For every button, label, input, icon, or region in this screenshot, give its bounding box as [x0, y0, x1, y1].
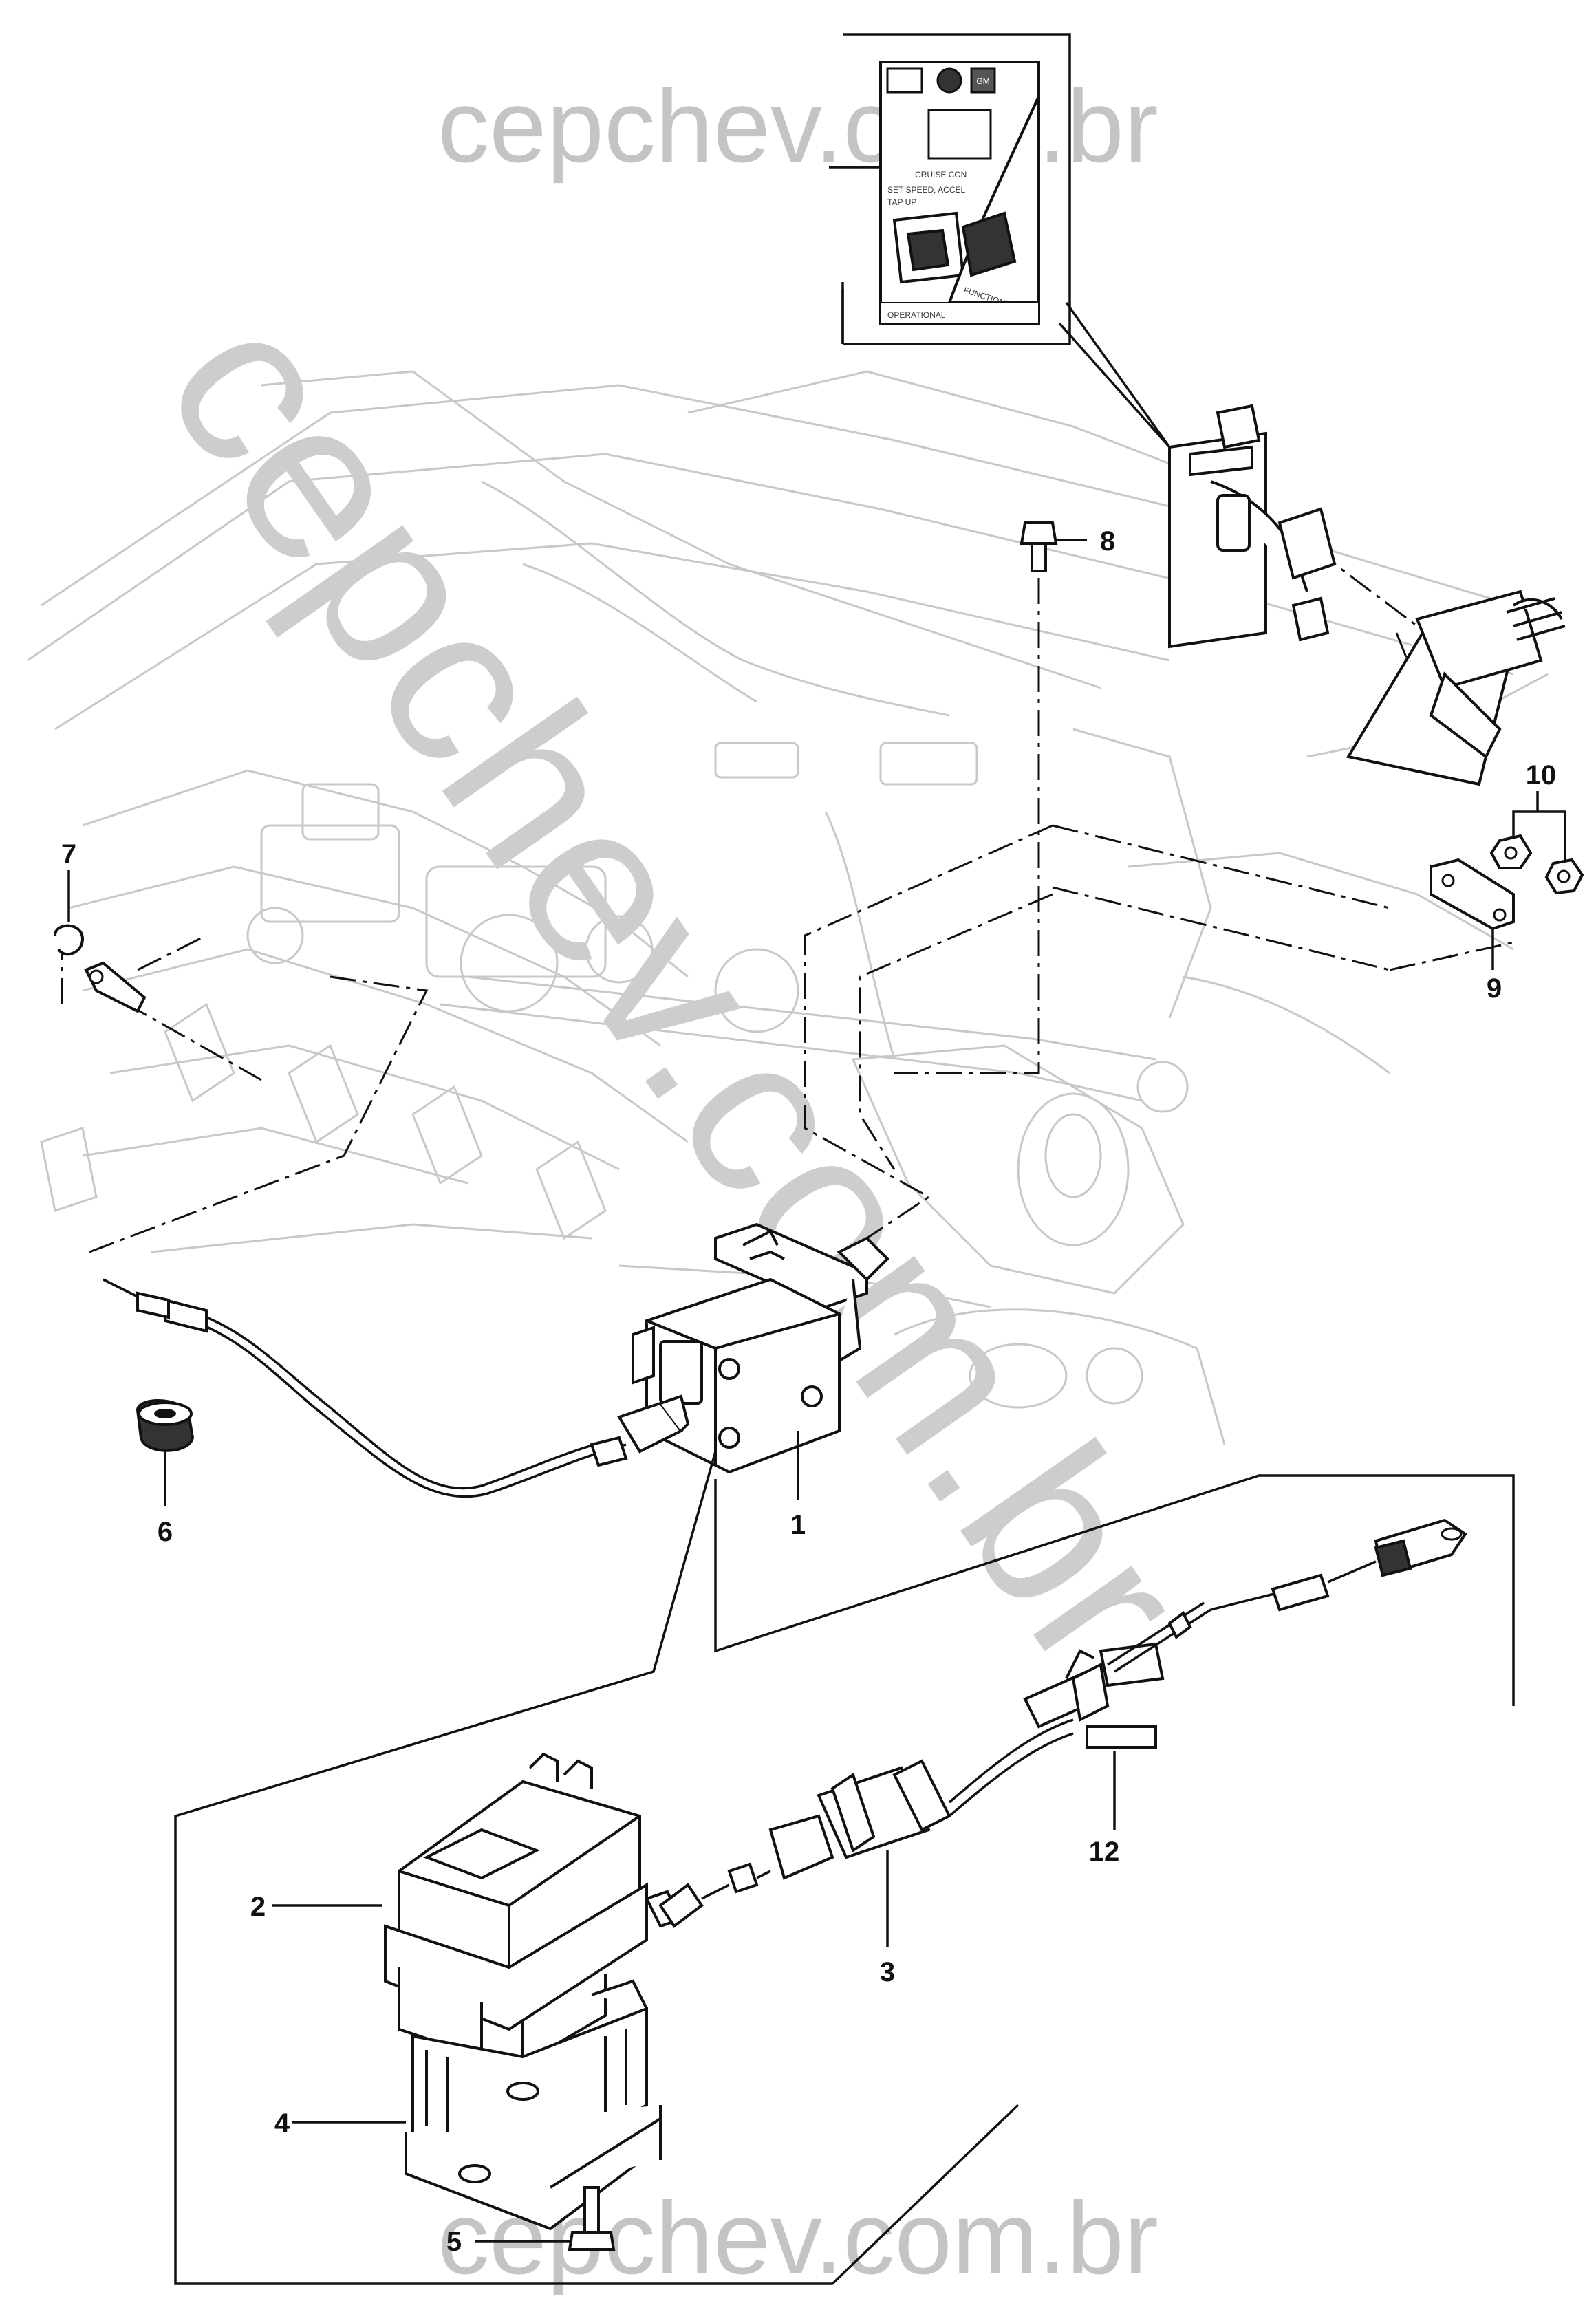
part-4-mounting-bracket: 4 [274, 1979, 662, 2231]
callout-5: 5 [446, 2227, 462, 2257]
part-11-cruise-decal: GM CRUISE CON SET SPEED, ACCEL TAP UP FU… [829, 33, 1171, 449]
part-12-cable-bracket: 12 [948, 1518, 1467, 1867]
decal-title: CRUISE CON [915, 170, 967, 180]
part-2-control-module: 2 [250, 1752, 683, 2066]
callout-12: 12 [1089, 1837, 1120, 1867]
part-7-clip: 7 [54, 839, 147, 1013]
callout-6: 6 [158, 1517, 173, 1547]
part-3-cable-connector: 3 [658, 1759, 951, 1987]
part-1-actuator-assembly: 1 [103, 1222, 889, 1540]
callout-9: 9 [1487, 973, 1502, 1004]
callout-1: 1 [790, 1510, 806, 1540]
background-engine-bay [27, 370, 1549, 1445]
callout-8: 8 [1100, 526, 1115, 557]
detail-inset-frame [174, 1451, 1515, 2285]
part-6-grommet: 6 [136, 1399, 195, 1547]
callout-10: 10 [1526, 760, 1557, 790]
callout-4: 4 [274, 2108, 290, 2139]
watermark-diagonal: cepchev.com.br [118, 268, 1236, 1713]
steering-column-switch [1168, 404, 1566, 786]
gm-logo-icon [970, 67, 996, 94]
callout-3: 3 [880, 1957, 895, 1987]
part-10-nuts: 10 [1489, 760, 1584, 895]
part-5-screw: 5 [446, 2186, 616, 2257]
part-8-bolt: 8 [1020, 521, 1115, 572]
watermark-top: cepchev.com.br [438, 68, 1158, 184]
callout-7: 7 [61, 839, 76, 869]
chevrolet-logo-icon [886, 67, 923, 94]
decal-blank-panel [927, 109, 992, 160]
decal-line-1: SET SPEED, ACCEL [887, 185, 965, 195]
decal-bottom-text: OPERATIONAL [887, 310, 946, 320]
gm-logo-text: GM [976, 76, 989, 86]
decal-bottom-band [880, 302, 1039, 324]
callout-2: 2 [250, 1892, 266, 1922]
part-9-bracket: 9 [1430, 858, 1515, 1004]
badge-icon [936, 67, 962, 94]
decal-line-2: TAP UP [887, 197, 916, 207]
